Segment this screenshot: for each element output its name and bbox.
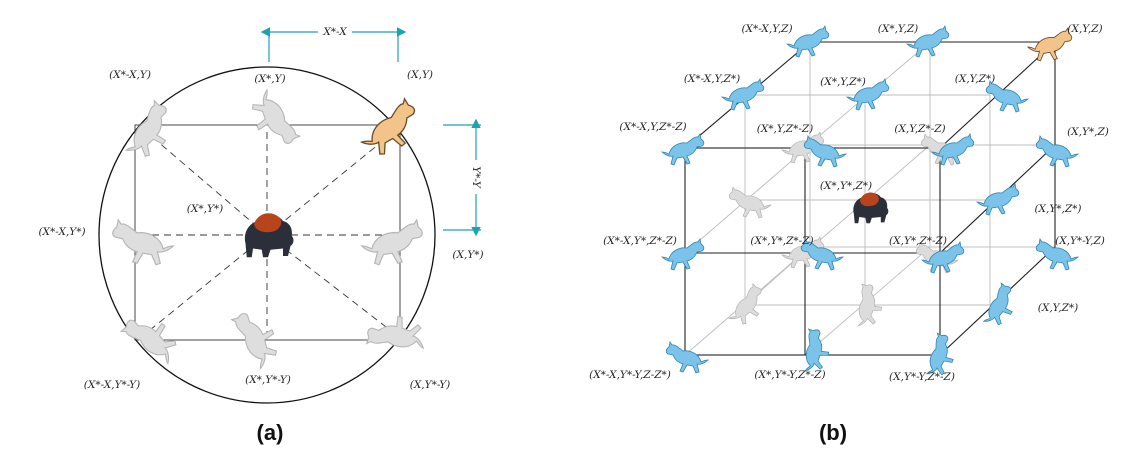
label-left-mid: (X*-X,Y*) xyxy=(38,226,85,238)
label-top-mid: (X*,Y) xyxy=(254,73,285,85)
lead-wolf-3d-icon xyxy=(1027,27,1073,62)
encircling-circle xyxy=(98,66,436,404)
wolf-icon-bottom-right xyxy=(361,304,433,370)
wolf-icon-right-mid xyxy=(360,219,424,266)
lead-wolf-icon xyxy=(352,96,426,161)
label-b-2: (X*,Y,Z) xyxy=(878,23,918,35)
label-b-12: (X,Y*,Z*) xyxy=(1034,203,1081,215)
caption-b: (b) xyxy=(819,420,847,445)
label-b-18: (X*-X,Y*-Y,Z-Z*) xyxy=(589,369,671,381)
label-b-19: (X*,Y*-Y,Z*-Z) xyxy=(754,369,825,381)
dimension-x: X*-X xyxy=(260,24,407,62)
label-b-3: (X,Y,Z) xyxy=(1067,23,1102,35)
label-b-10: (X,Y*,Z) xyxy=(1067,126,1109,138)
label-center: (X*,Y*) xyxy=(187,203,223,215)
label-b-13: (X*-X,Y*,Z*-Z) xyxy=(603,235,677,247)
gray-wolves-3d xyxy=(719,131,964,333)
label-b-5: (X*,Y,Z*) xyxy=(820,76,866,88)
label-b-6: (X,Y,Z*) xyxy=(955,73,995,85)
label-top-right: (X,Y) xyxy=(407,69,433,81)
wolf-icon-bottom-mid xyxy=(230,310,279,372)
label-right-mid: (X,Y*) xyxy=(452,249,483,261)
wolf-icon-top-mid xyxy=(248,84,302,150)
label-b-11: (X*,Y*,Z*) xyxy=(820,180,872,192)
label-b-9: (X,Y,Z*-Z) xyxy=(894,123,945,135)
caption-a: (a) xyxy=(257,420,284,445)
panel-a: X*-X Y*-Y (X*-X,Y) (X*,Y) (X, xyxy=(38,24,484,445)
label-b-1: (X*-X,Y,Z) xyxy=(741,23,792,35)
label-bottom-mid: (X*,Y*-Y) xyxy=(245,374,291,386)
label-b-8: (X*,Y,Z*-Z) xyxy=(757,123,814,135)
wolf-icon-left-mid xyxy=(111,219,175,266)
label-b-17: (X,Y,Z*) xyxy=(1038,302,1078,314)
label-bottom-left: (X*-X,Y*-Y) xyxy=(84,379,140,391)
label-b-15: (X,Y*,Z*-Z) xyxy=(889,235,947,247)
bison-icon xyxy=(244,213,294,258)
label-b-4: (X*-X,Y,Z*) xyxy=(684,73,740,85)
label-b-16: (X,Y*-Y,Z) xyxy=(1055,235,1105,247)
dim-y-label: Y*-Y xyxy=(470,166,482,189)
dimension-y: Y*-Y xyxy=(443,118,483,237)
label-b-20: (X,Y*-Y,Z*-Z) xyxy=(889,371,955,383)
label-b-7: (X*-X,Y,Z*-Z) xyxy=(619,121,686,133)
label-b-14: (X*,Y*,Z*-Z) xyxy=(750,235,813,247)
wolf-icon-bottom-left xyxy=(117,305,184,377)
label-bottom-right: (X,Y*-Y) xyxy=(410,379,451,391)
bison-3d-icon xyxy=(853,192,889,224)
panel-b: (X*-X,Y,Z) (X*,Y,Z) (X,Y,Z) (X*-X,Y,Z*) … xyxy=(589,23,1109,445)
label-top-left: (X*-X,Y) xyxy=(109,69,151,81)
dim-x-label: X*-X xyxy=(322,26,347,38)
wolf-icon-top-left xyxy=(111,97,184,166)
